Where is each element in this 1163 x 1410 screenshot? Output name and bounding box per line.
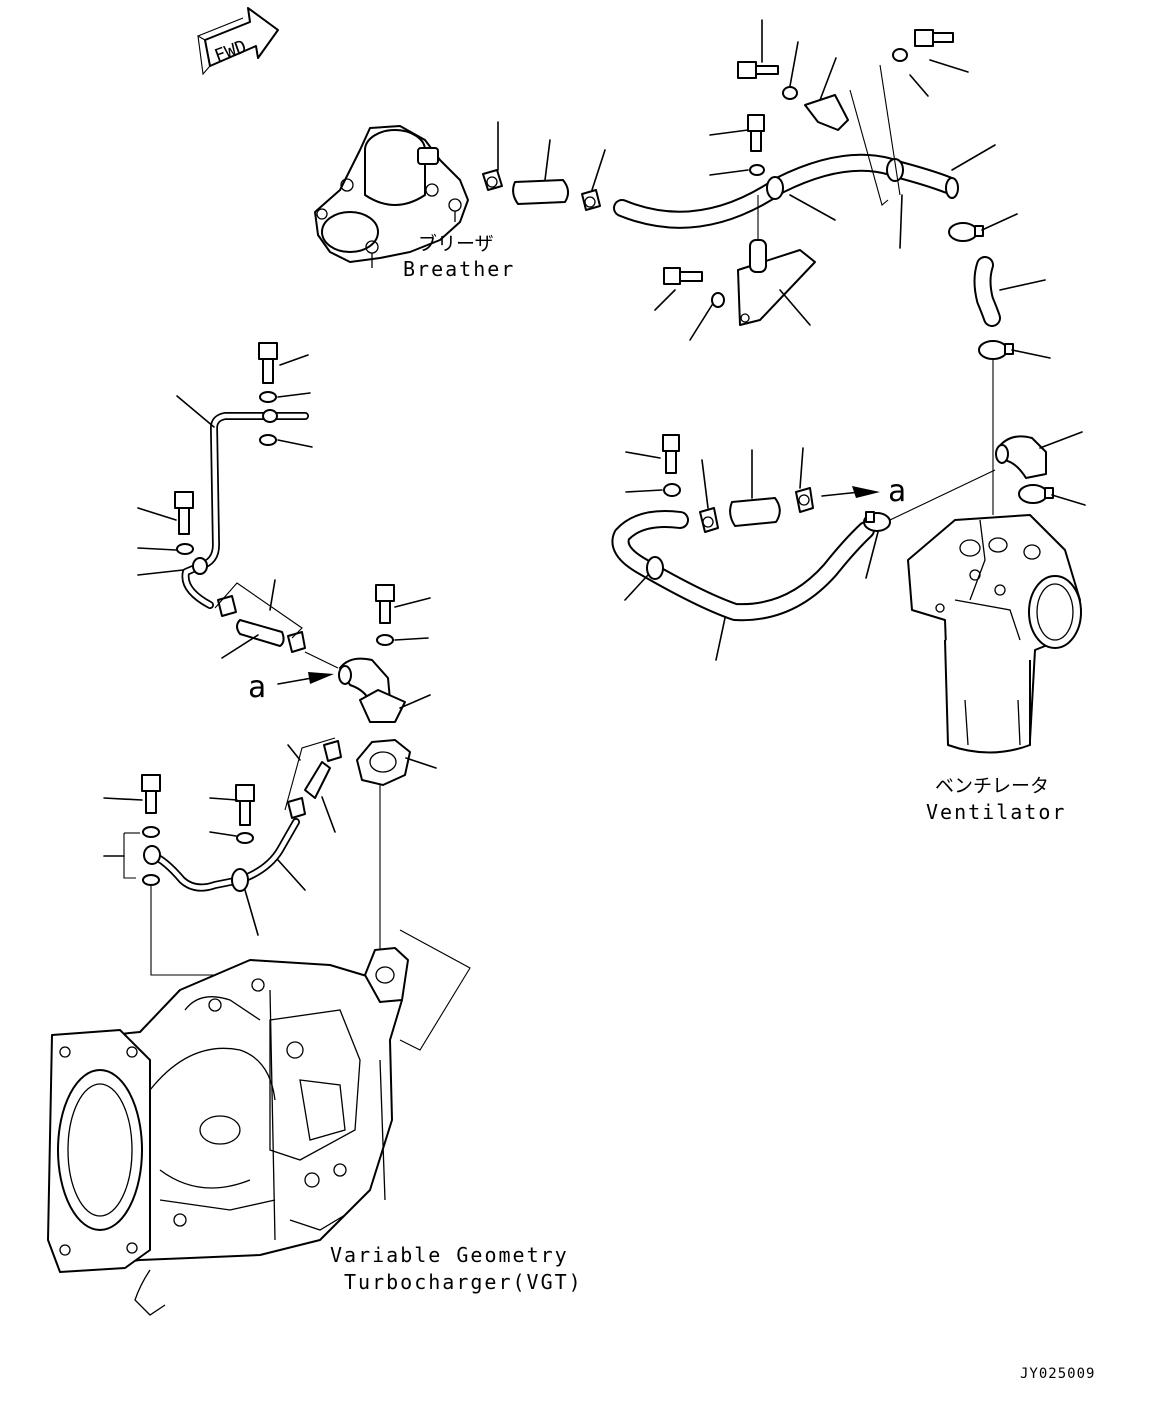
clamp-icon [699,507,719,533]
gasket-icon [356,739,411,786]
clamp-icon [978,340,1014,360]
clamp-icon [287,631,306,653]
clamp-icon [581,189,601,211]
short-hose-icon [729,497,781,527]
clamp-icon [795,487,814,513]
turbo-elbow-icon [338,657,406,723]
reference-marker-a-left: a [248,670,266,705]
vgt-label-line1: Variable Geometry [330,1243,569,1267]
bolt-icon [141,774,161,814]
clamp-icon [287,797,306,819]
washer-icon [663,483,681,497]
clip-icon [804,94,849,131]
bolt-icon [235,784,255,826]
bolt-icon [375,584,395,624]
bolt-icon [662,434,680,474]
vgt-label-line2: Turbocharger(VGT) [344,1270,583,1294]
fwd-arrow-icon: FWD [197,7,279,76]
ventilator-label-en: Ventilator [926,800,1066,824]
breather-label-ja: ブリーザ [418,232,494,255]
clamp-icon [863,511,891,532]
bolt-icon [737,61,779,79]
washer-icon [749,164,765,176]
breather-housing-icon [314,125,469,268]
breather-tube-icon [181,412,309,609]
washer-icon [782,86,798,100]
bolt-icon [258,342,278,384]
vgt-turbocharger-icon [47,929,471,1316]
ventilator-label-ja: ベンチレータ [935,775,1049,797]
bracket-icon [737,239,816,326]
bolt-icon [663,267,703,285]
short-hose-icon [236,619,285,647]
clamp-icon [323,740,342,762]
ventilator-body-icon [907,514,1082,754]
clamp-icon [1018,484,1054,504]
drawing-code: JY025009 [1020,1366,1095,1382]
clamp-icon [482,169,503,191]
ventilator-elbow-icon [995,435,1047,479]
short-hose-icon [512,179,569,205]
bolt-icon [747,114,765,152]
breather-label-en: Breather [403,257,515,281]
reference-marker-a: a [888,474,906,509]
clamp-icon [948,222,984,242]
clamp-icon [217,595,237,617]
bolt-icon [174,491,194,535]
washer-icon [711,292,725,308]
washer-icon [892,48,908,62]
bolt-icon [914,29,954,47]
